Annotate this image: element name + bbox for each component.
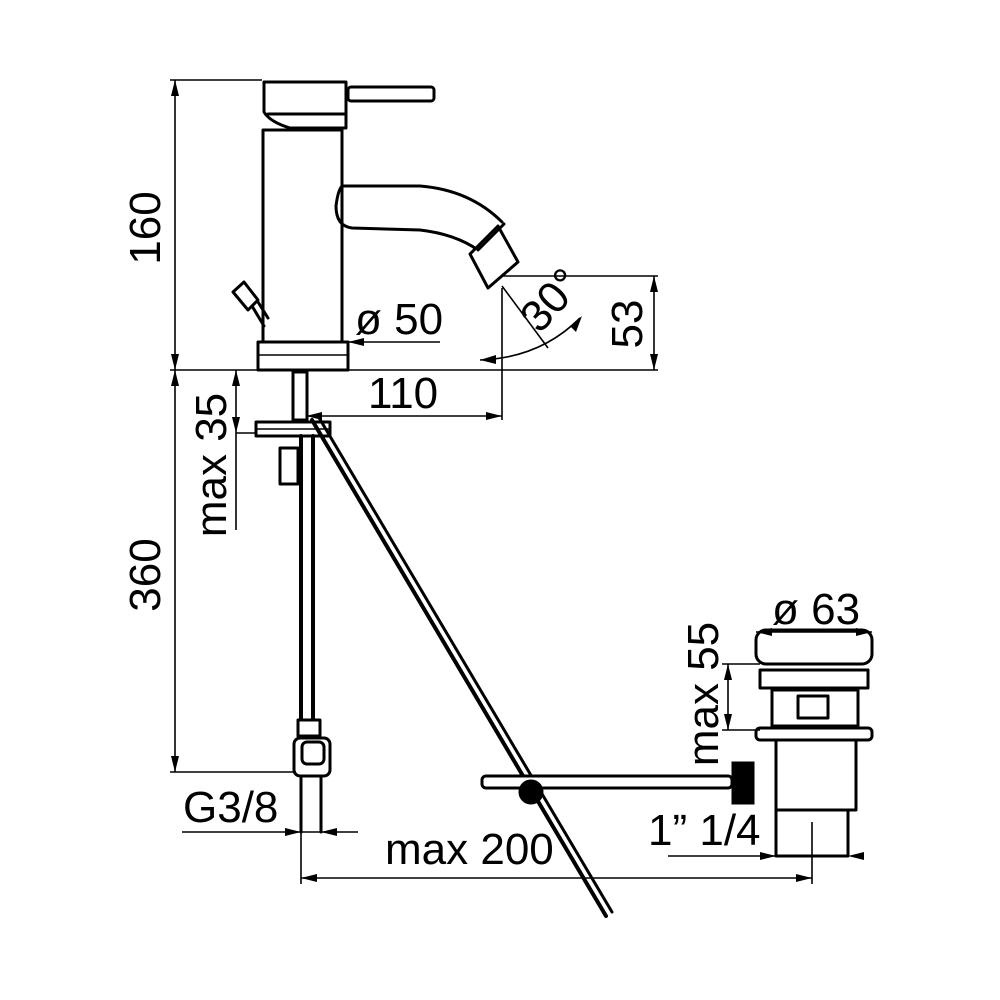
label-rod-distance: max 200 [385, 825, 554, 874]
waste-body-upper [770, 688, 860, 728]
fixing-nut [278, 446, 300, 486]
label-waste-diameter: ø 63 [772, 585, 860, 634]
faucet-body [231, 80, 520, 372]
label-hose-thread: G3/8 [183, 783, 278, 832]
waste-nut [754, 726, 874, 742]
dimension-lines [170, 79, 872, 884]
label-spout-reach: 110 [368, 369, 438, 418]
popup-rod [310, 418, 608, 918]
waste-knob [731, 761, 755, 805]
cartridge-cap [262, 80, 348, 130]
lever-handle [346, 85, 436, 103]
waste-window [796, 694, 830, 720]
waste-body [774, 738, 858, 812]
faucet-column [261, 128, 344, 344]
faucet-base [256, 340, 350, 372]
waste-flange [758, 668, 870, 690]
label-outlet-angle: 30° [511, 259, 592, 341]
link-rod [480, 774, 734, 790]
spout-upper [340, 184, 504, 224]
label-waste-thread: 1” 1/4 [648, 806, 761, 855]
waste-assembly [731, 628, 874, 858]
shank [291, 370, 309, 422]
label-hose-length: 360 [121, 538, 170, 611]
waste-plug [754, 628, 874, 666]
label-waste-max: max 55 [679, 622, 728, 766]
aerator [468, 224, 520, 290]
popup-knob [231, 280, 270, 328]
spout-lower [334, 184, 480, 252]
hose-connector [292, 718, 332, 778]
label-deck-thickness: max 35 [187, 393, 236, 537]
under-deck-parts [254, 370, 734, 918]
label-outlet-height: 53 [603, 300, 652, 349]
rod-clamp [518, 779, 544, 805]
label-body-diameter: ø 50 [355, 295, 443, 344]
label-height-tap: 160 [121, 191, 170, 264]
